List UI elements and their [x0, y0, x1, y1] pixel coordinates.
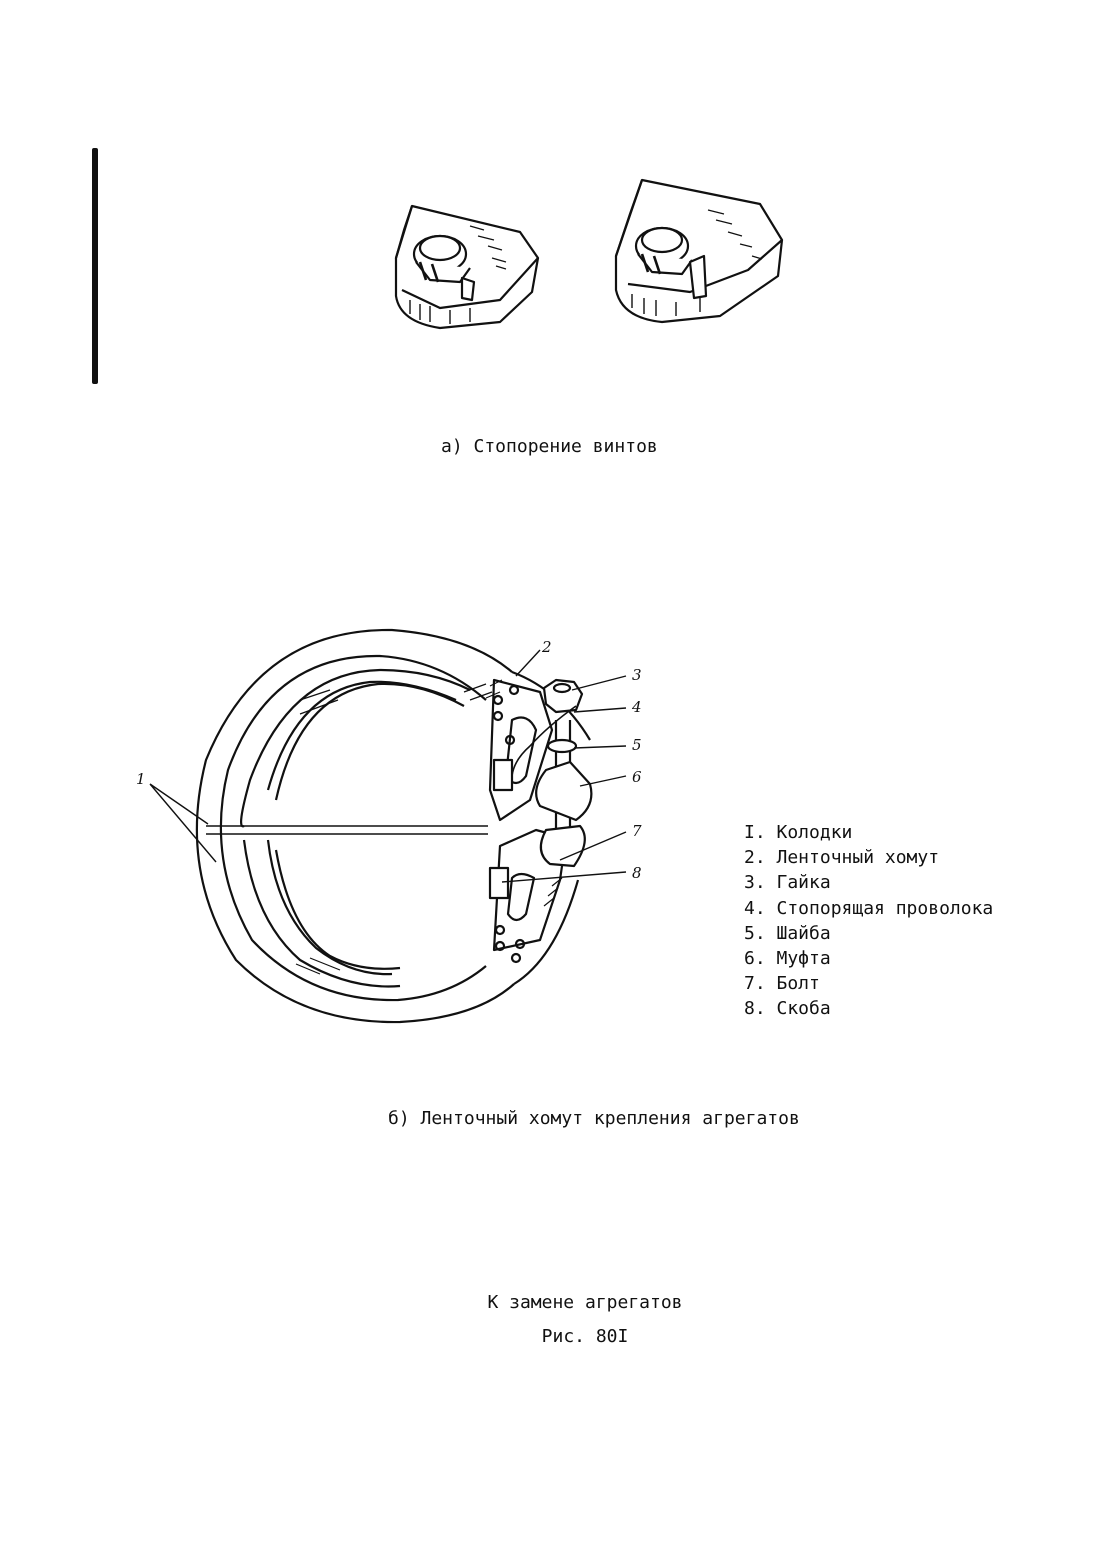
figure-a-caption: а) Стопорение винтов [441, 436, 658, 457]
margin-change-bar [92, 148, 98, 384]
callout-7: 7 [632, 822, 642, 840]
legend-item: 6. Муфта [744, 948, 831, 970]
figure-b-legend: I. Колодки 2. Ленточный хомут 3. Гайка 4… [744, 820, 993, 1022]
lock-plate-left-drawing [394, 204, 540, 330]
figure-number: Рис. 80I [541, 1326, 629, 1347]
band-clamp-drawing [195, 628, 593, 1024]
callout-5: 5 [632, 736, 642, 754]
callout-1: 1 [136, 770, 146, 788]
legend-item: 4. Стопорящая проволока [744, 897, 994, 919]
callout-4: 4 [631, 698, 642, 716]
figure-b-caption: б) Ленточный хомут крепления агрегатов [388, 1108, 800, 1129]
lock-plate-right-drawing [614, 178, 784, 324]
callout-6: 6 [632, 768, 642, 786]
legend-item: I. Колодки [744, 822, 853, 843]
section-title: К замене агрегатов [487, 1292, 683, 1313]
legend-item: 5. Шайба [744, 922, 831, 944]
callout-8: 8 [632, 864, 642, 882]
callout-3: 3 [632, 666, 642, 684]
legend-item: 8. Скоба [744, 998, 831, 1020]
legend-item: 7. Болт [744, 973, 820, 995]
callout-2: 2 [541, 638, 552, 656]
callout-leaders [149, 649, 627, 883]
legend-item: 2. Ленточный хомут [744, 847, 940, 869]
legend-item: 3. Гайка [744, 872, 831, 894]
callout-numbers: 1 2 3 4 5 6 7 8 [136, 638, 642, 882]
